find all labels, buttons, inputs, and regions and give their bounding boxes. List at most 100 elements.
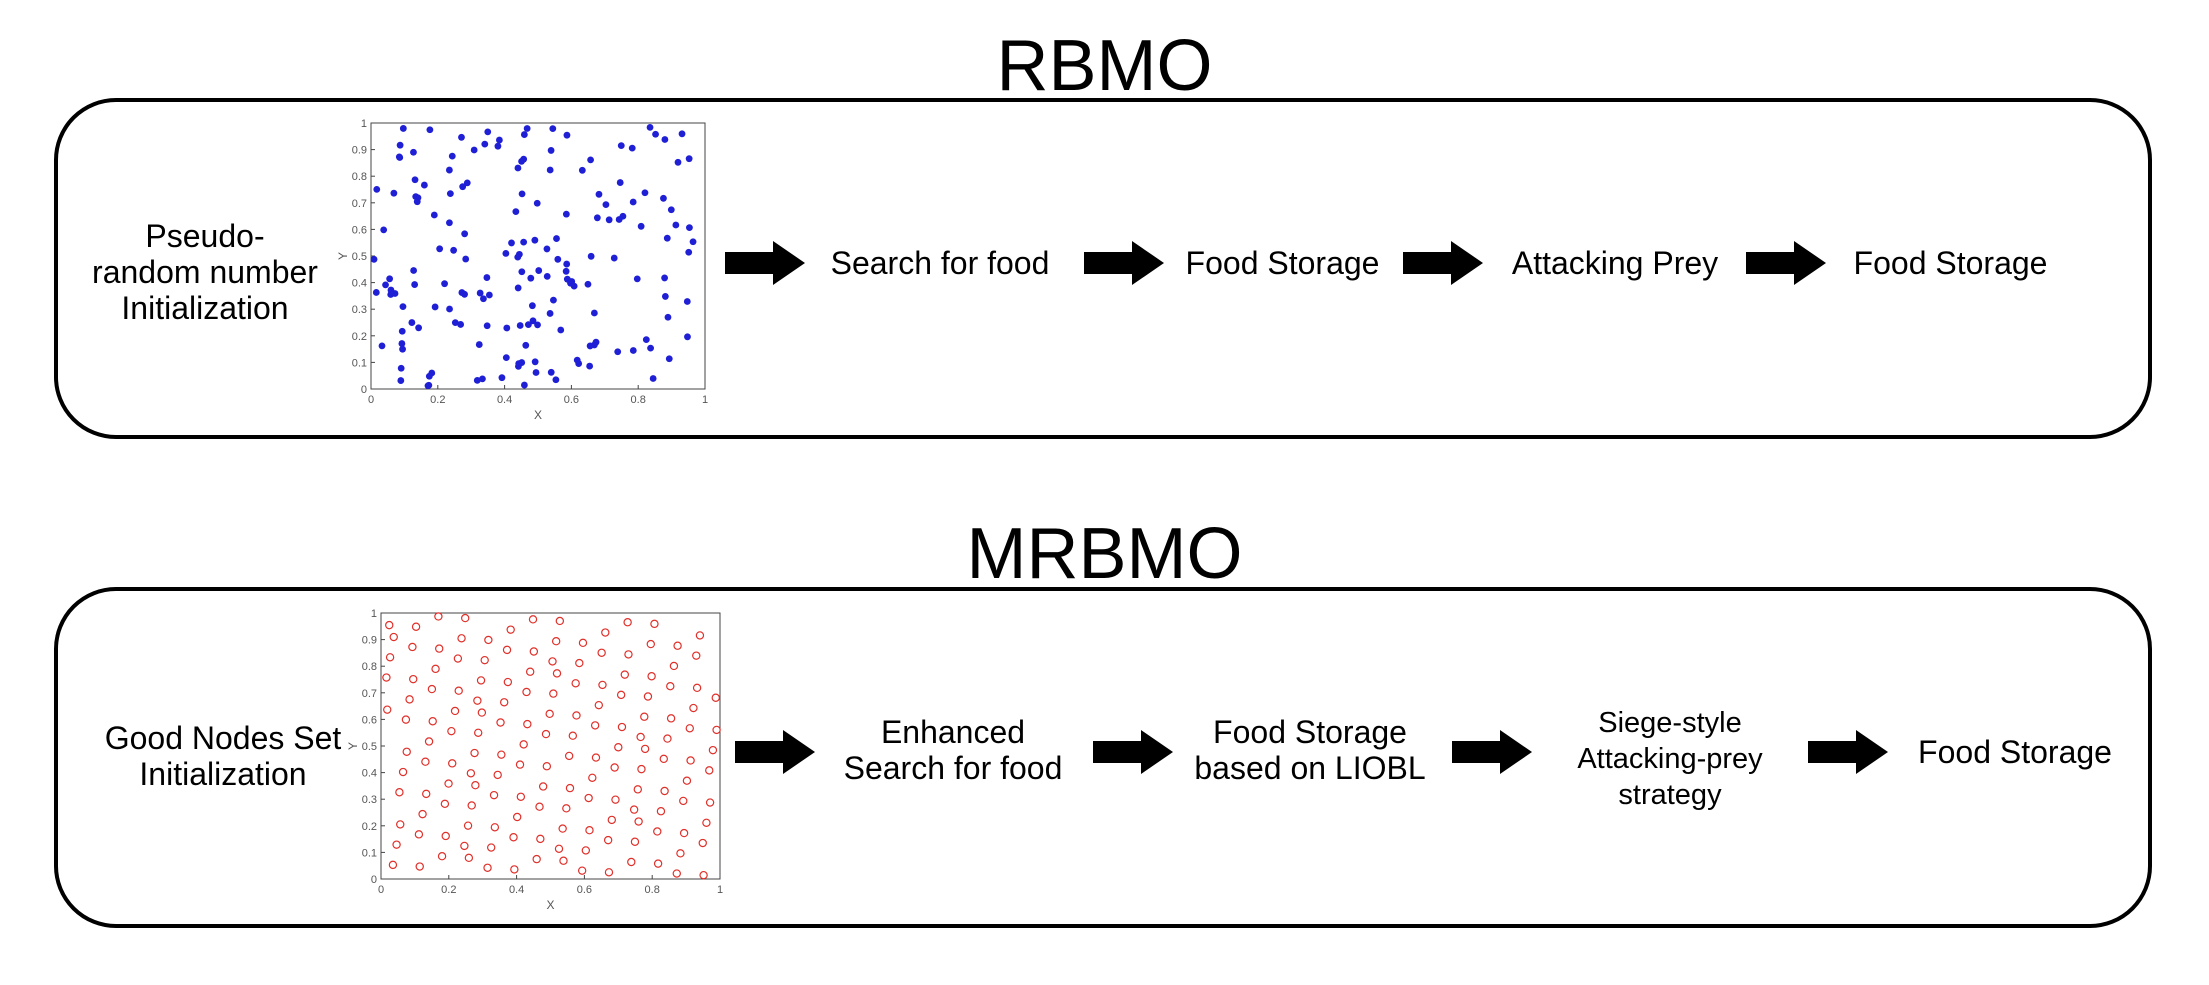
scatter-point bbox=[503, 677, 513, 687]
scatter-point bbox=[389, 632, 398, 642]
scatter-point bbox=[457, 321, 465, 328]
scatter-point bbox=[399, 125, 407, 132]
scatter-point bbox=[463, 821, 473, 830]
scatter-point bbox=[598, 680, 607, 690]
scatter-point bbox=[702, 818, 711, 827]
y-tick-label: 1 bbox=[361, 118, 367, 130]
scatter-point bbox=[510, 865, 519, 874]
x-tick-label: 0.6 bbox=[577, 884, 592, 896]
scatter-point bbox=[382, 281, 389, 289]
x-tick-label: 0.4 bbox=[509, 884, 524, 896]
scatter-point bbox=[444, 779, 453, 788]
scatter-point bbox=[549, 125, 557, 133]
scatter-point bbox=[557, 326, 565, 334]
scatter-point bbox=[431, 303, 439, 311]
x-tick-label: 1 bbox=[717, 884, 723, 896]
scatter-point bbox=[396, 820, 405, 829]
scatter-point bbox=[594, 700, 604, 710]
scatter-point bbox=[708, 745, 718, 755]
scatter-point bbox=[692, 651, 701, 660]
scatter-point bbox=[584, 793, 593, 803]
arrow-icon bbox=[1093, 730, 1173, 774]
rbmo-step-food-storage: Food Storage bbox=[1185, 245, 1380, 281]
scatter-point bbox=[529, 317, 537, 325]
scatter-point bbox=[396, 141, 404, 149]
scatter-point bbox=[653, 859, 663, 868]
scatter-point bbox=[435, 644, 444, 653]
scatter-point bbox=[459, 183, 467, 191]
scatter-point bbox=[454, 686, 463, 695]
scatter-point bbox=[616, 690, 626, 700]
scatter-point bbox=[640, 744, 650, 754]
scatter-point bbox=[514, 164, 522, 172]
scatter-point bbox=[629, 805, 639, 814]
scatter-point bbox=[518, 190, 526, 198]
scatter-point bbox=[555, 616, 565, 626]
scatter-point bbox=[562, 804, 571, 813]
scatter-point bbox=[398, 340, 406, 347]
y-axis-label: Y bbox=[336, 252, 350, 260]
scatter-point bbox=[523, 719, 532, 729]
scatter-point bbox=[602, 201, 610, 208]
y-tick-label: 0 bbox=[361, 384, 367, 396]
y-tick-label: 0.7 bbox=[362, 688, 377, 700]
y-tick-label: 1 bbox=[371, 608, 377, 620]
scatter-point bbox=[518, 268, 526, 276]
y-tick-label: 0.6 bbox=[362, 714, 377, 726]
rbmo-step-search: Search for food bbox=[830, 245, 1050, 281]
scatter-point bbox=[497, 750, 506, 759]
plot-frame bbox=[370, 122, 706, 390]
scatter-point bbox=[541, 729, 551, 739]
x-tick-label: 0.2 bbox=[441, 884, 456, 896]
scatter-point bbox=[533, 199, 541, 207]
scatter-point bbox=[551, 637, 561, 646]
mrbmo-step-siege-attacking: Siege-style Attacking-prey strategy bbox=[1577, 707, 1763, 811]
scatter-point bbox=[665, 355, 673, 363]
scatter-point bbox=[372, 289, 380, 296]
scatter-point bbox=[656, 807, 666, 816]
scatter-point bbox=[512, 812, 522, 822]
scatter-point bbox=[587, 156, 594, 164]
scatter-point bbox=[685, 155, 693, 163]
scatter-point bbox=[684, 333, 691, 341]
scatter-point bbox=[575, 658, 584, 668]
scatter-point bbox=[672, 221, 680, 229]
scatter-point bbox=[605, 216, 613, 224]
scatter-point bbox=[545, 709, 554, 719]
scatter-point bbox=[629, 198, 637, 206]
x-tick-label: 0 bbox=[368, 394, 374, 406]
scatter-point bbox=[399, 345, 406, 353]
scatter-point bbox=[480, 295, 487, 303]
mrbmo-step-food-storage-liobl: Food Storage based on LIOBL bbox=[1194, 714, 1426, 786]
scatter-point bbox=[547, 368, 555, 376]
scatter-point bbox=[550, 296, 557, 304]
scatter-point bbox=[493, 770, 502, 780]
scatter-point bbox=[531, 236, 539, 244]
scatter-point bbox=[614, 743, 623, 752]
scatter-point bbox=[584, 280, 592, 288]
scatter-point bbox=[661, 136, 669, 143]
scatter-point bbox=[624, 650, 633, 659]
scatter-point bbox=[641, 189, 649, 197]
scatter-point bbox=[679, 828, 689, 838]
scatter-point bbox=[448, 152, 456, 160]
rbmo-init-label: Pseudo- random number Initialization bbox=[92, 218, 318, 326]
scatter-point bbox=[502, 250, 510, 257]
scatter-point bbox=[453, 654, 463, 663]
scatter-point bbox=[568, 731, 578, 740]
scatter-point bbox=[562, 267, 570, 275]
arrow-icon bbox=[725, 241, 805, 285]
scatter-point bbox=[578, 638, 588, 648]
scatter-point bbox=[563, 260, 571, 268]
scatter-point bbox=[430, 211, 438, 219]
y-tick-label: 0.3 bbox=[362, 794, 377, 806]
scatter-point bbox=[546, 166, 554, 174]
scatter-point bbox=[515, 360, 523, 367]
rbmo-step-food-storage-final: Food Storage bbox=[1853, 245, 2048, 281]
scatter-point bbox=[380, 226, 388, 234]
scatter-point bbox=[411, 281, 419, 288]
scatter-point bbox=[503, 324, 511, 332]
scatter-point bbox=[370, 255, 378, 263]
